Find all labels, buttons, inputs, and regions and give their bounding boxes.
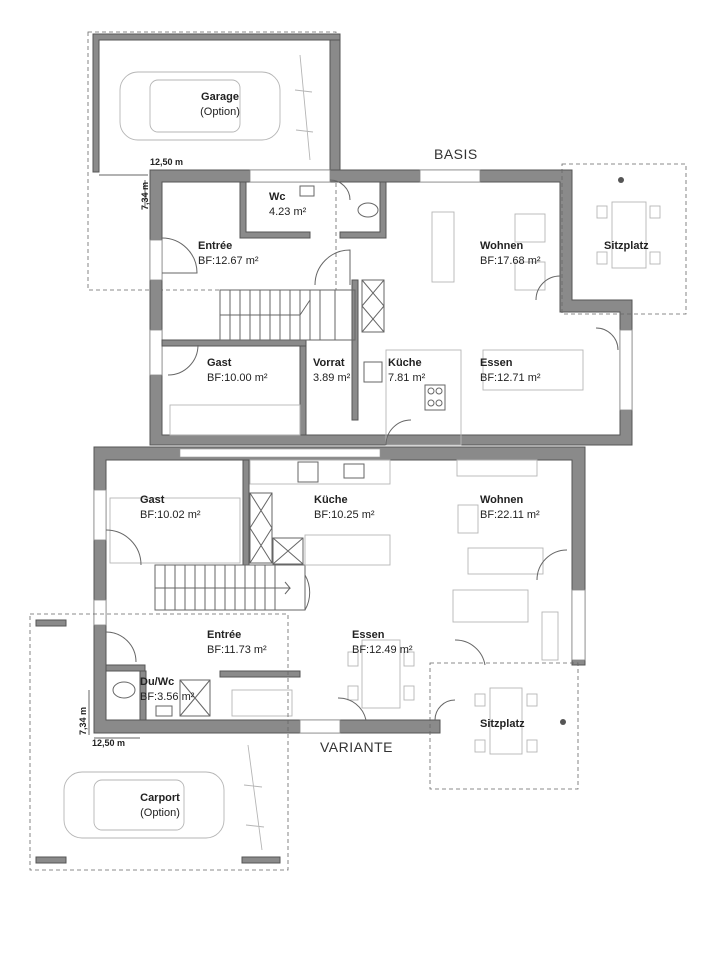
basis-dim-depth: 7,34 m — [140, 181, 150, 210]
essen-area: BF:12.49 m² — [352, 644, 413, 656]
label-vorrat: Vorrat 3.89 m² — [313, 356, 350, 386]
wohnen-area: BF:22.11 m² — [480, 509, 540, 521]
gast-name: Gast — [207, 357, 232, 369]
basis-interior-walls — [161, 181, 387, 436]
kueche-name: Küche — [388, 357, 422, 369]
label-carport: Carport (Option) — [130, 791, 190, 821]
gast-area: BF:10.02 m² — [140, 509, 201, 521]
basis-dim-width: 12,50 m — [150, 157, 184, 167]
label-wohnen-variante: Wohnen BF:22.11 m² — [480, 493, 540, 523]
duwc-area: BF:3.56 m² — [140, 691, 195, 703]
essen-name: Essen — [480, 357, 513, 369]
sitzplatz-name: Sitzplatz — [604, 240, 649, 252]
basis-sitzplatz-outline — [561, 163, 687, 315]
variante-dim-depth: 7,34 m — [78, 706, 88, 735]
garage-outline — [87, 31, 337, 291]
gast-name: Gast — [140, 494, 165, 506]
label-garage: Garage (Option) — [190, 90, 250, 120]
kueche-area: 7.81 m² — [388, 372, 426, 384]
carport-outline — [29, 613, 289, 871]
basis-stairs — [219, 289, 356, 341]
vorrat-area: 3.89 m² — [313, 372, 351, 384]
label-wc: Wc 4.23 m² — [269, 190, 306, 220]
label-sitzplatz-basis: Sitzplatz — [604, 239, 649, 254]
wc-name: Wc — [269, 191, 286, 203]
garage-note: (Option) — [200, 106, 240, 118]
sitzplatz-name: Sitzplatz — [480, 718, 525, 730]
variante-dim-width: 12,50 m — [92, 738, 126, 748]
caption-basis: BASIS — [434, 146, 478, 162]
garage-car — [119, 71, 281, 141]
label-sitzplatz-variante: Sitzplatz — [480, 717, 525, 732]
vorrat-name: Vorrat — [313, 357, 345, 369]
entree-area: BF:11.73 m² — [207, 644, 267, 656]
label-kueche-variante: Küche BF:10.25 m² — [314, 493, 375, 523]
label-gast-variante: Gast BF:10.02 m² — [140, 493, 201, 523]
label-duwc: Du/Wc BF:3.56 m² — [140, 675, 194, 705]
entree-name: Entrée — [198, 240, 233, 252]
basis-outer-walls — [149, 169, 633, 446]
label-essen-basis: Essen BF:12.71 m² — [480, 356, 541, 386]
label-wohnen-basis: Wohnen BF:17.68 m² — [480, 239, 541, 269]
kueche-area: BF:10.25 m² — [314, 509, 375, 521]
variante-stairs — [154, 564, 306, 611]
kueche-name: Küche — [314, 494, 348, 506]
carport-note: (Option) — [140, 807, 180, 819]
carport-name: Carport — [140, 792, 180, 804]
wc-area: 4.23 m² — [269, 206, 307, 218]
carport-car — [63, 771, 225, 839]
essen-area: BF:12.71 m² — [480, 372, 541, 384]
label-entree-variante: Entrée BF:11.73 m² — [207, 628, 267, 658]
wohnen-name: Wohnen — [480, 240, 524, 252]
label-entree-basis: Entrée BF:12.67 m² — [198, 239, 259, 269]
variante-sitzplatz-outline — [429, 662, 579, 790]
entree-name: Entrée — [207, 629, 242, 641]
basis-plan — [87, 31, 687, 446]
wohnen-name: Wohnen — [480, 494, 524, 506]
caption-variante: VARIANTE — [320, 739, 393, 755]
duwc-name: Du/Wc — [140, 676, 175, 688]
variante-interior-walls — [105, 459, 301, 721]
wohnen-area: BF:17.68 m² — [480, 255, 541, 267]
label-gast-basis: Gast BF:10.00 m² — [207, 356, 268, 386]
gast-area: BF:10.00 m² — [207, 372, 268, 384]
entree-area: BF:12.67 m² — [198, 255, 259, 267]
essen-name: Essen — [352, 629, 385, 641]
label-essen-variante: Essen BF:12.49 m² — [352, 628, 413, 658]
label-kueche-basis: Küche 7.81 m² — [388, 356, 425, 386]
variante-plan — [29, 446, 586, 871]
garage-name: Garage — [201, 91, 239, 103]
